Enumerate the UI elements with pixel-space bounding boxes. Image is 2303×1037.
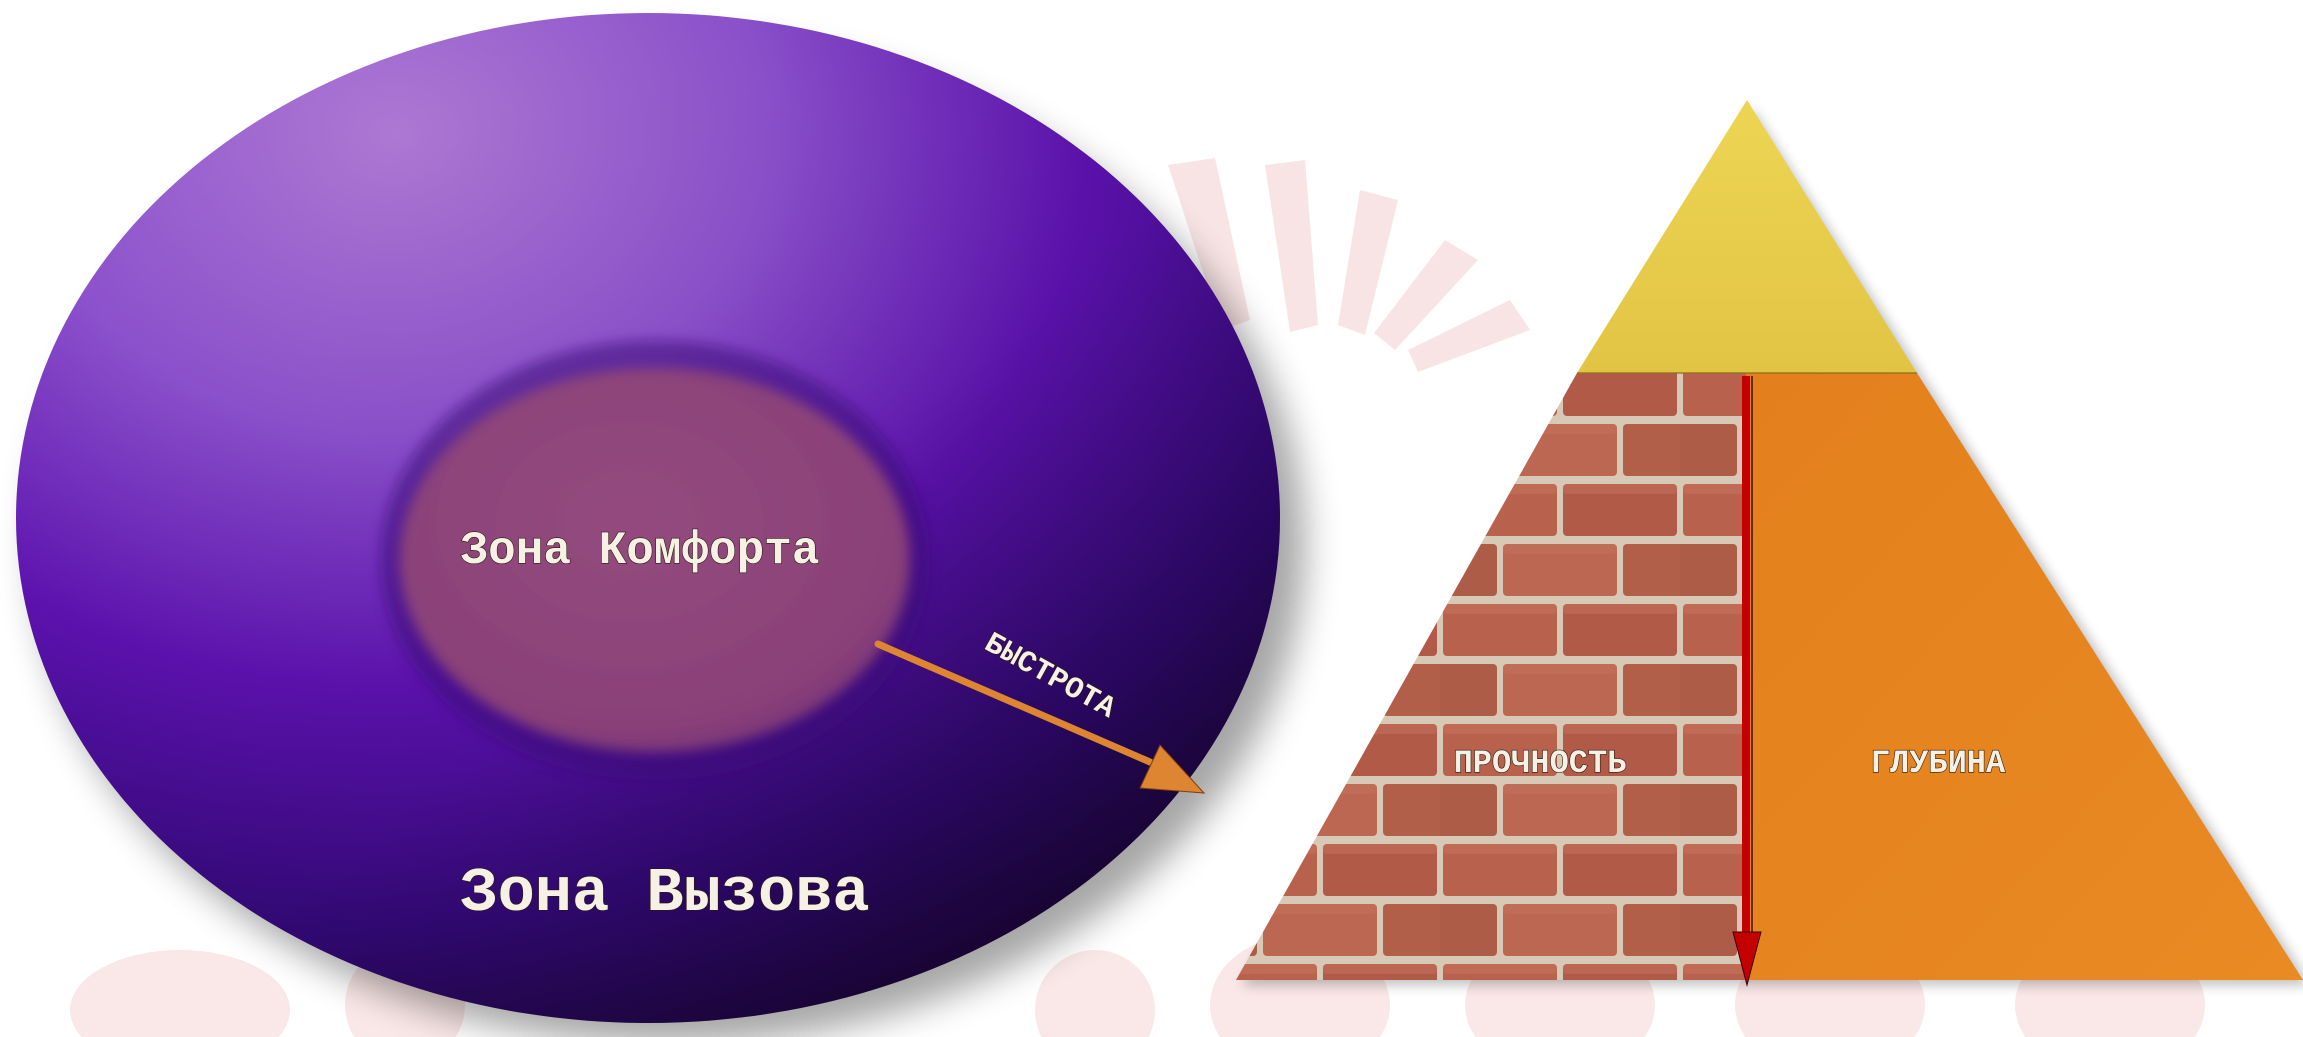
depth-label: ГЛУБИНА (1871, 745, 2006, 782)
pyramid-top-section (1577, 100, 1917, 373)
pyramid-brick-section (1236, 373, 1746, 980)
pyramid-diagram: ПРОЧНОСТЬ ГЛУБИНА (1236, 100, 2303, 985)
comfort-zone-label: Зона Комфорта (461, 525, 820, 577)
zones-diagram: Зона Комфорта Зона Вызова БЫСТРОТА (16, 13, 1305, 1037)
strength-label: ПРОЧНОСТЬ (1454, 745, 1627, 782)
pyramid-right-section (1746, 373, 2303, 980)
challenge-zone-label: Зона Вызова (460, 858, 869, 929)
